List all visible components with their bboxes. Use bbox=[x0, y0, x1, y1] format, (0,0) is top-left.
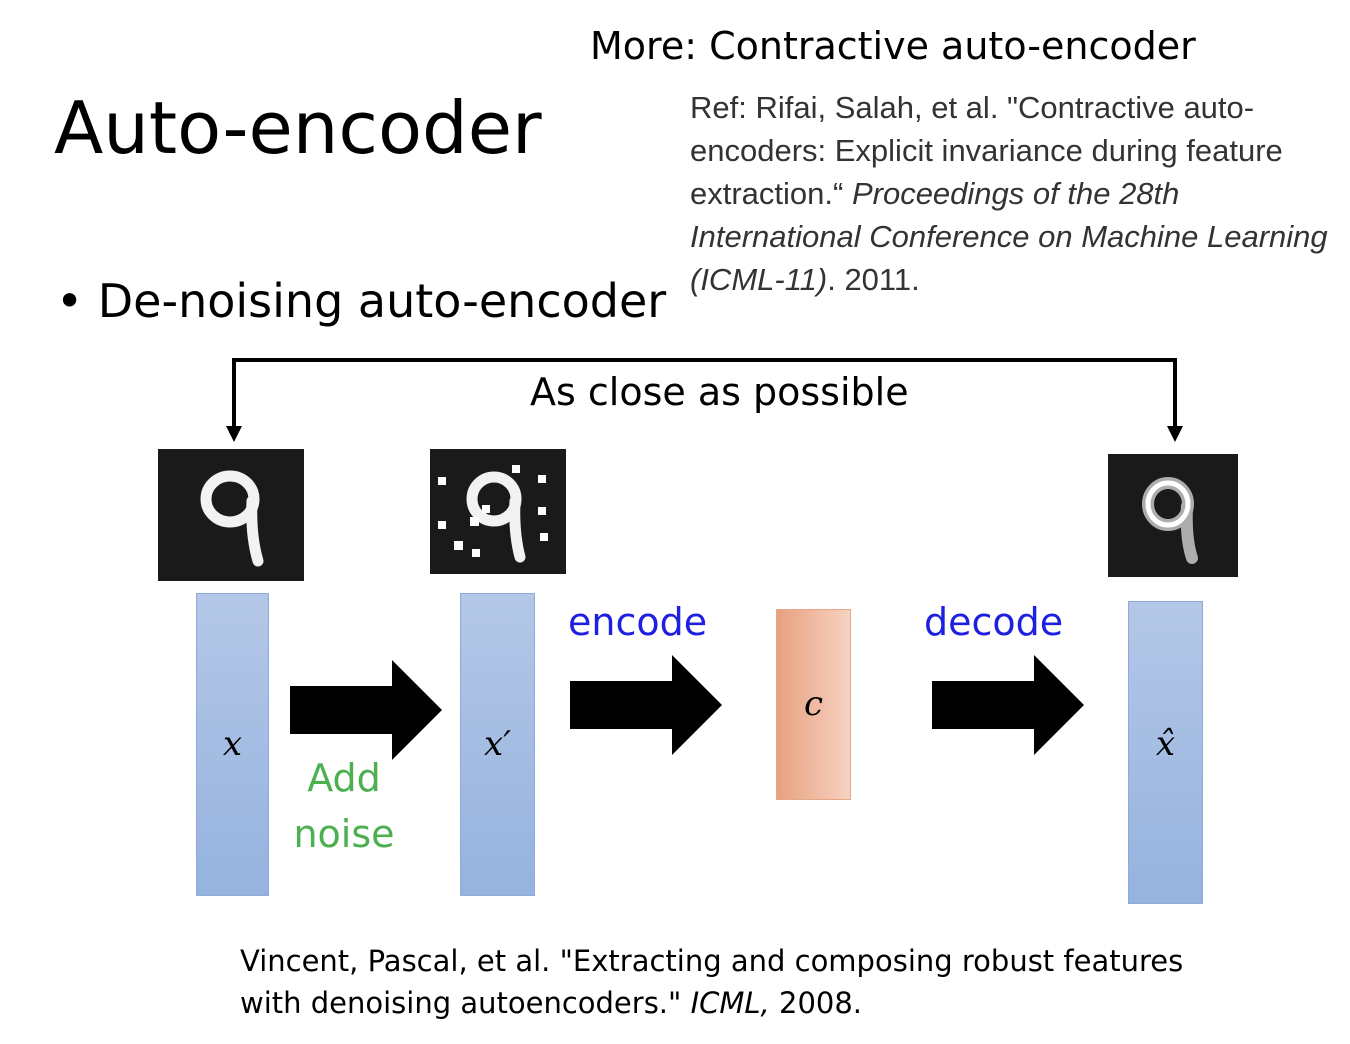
citation-venue: ICML, bbox=[690, 986, 770, 1020]
code-vector-label: c bbox=[803, 684, 824, 724]
digit-image-original bbox=[158, 449, 304, 581]
citation-line2-tail: 2008. bbox=[769, 986, 863, 1020]
bullet-item: • De-noising auto-encoder bbox=[56, 276, 666, 327]
reference-tail: . 2011. bbox=[827, 262, 920, 297]
vector-x-label: x bbox=[222, 724, 243, 764]
citation-line1: Vincent, Pascal, et al. "Extracting and … bbox=[240, 944, 1184, 978]
reference-venue: Proceedings of the 28th International Co… bbox=[690, 176, 1328, 297]
add-noise-label: Add noise bbox=[292, 750, 396, 862]
page-title: Auto-encoder bbox=[54, 86, 542, 170]
encode-label: encode bbox=[568, 600, 708, 644]
reference-text: Ref: Rifai, Salah, et al. "Contractive a… bbox=[690, 86, 1330, 301]
bullet-marker: • bbox=[56, 274, 84, 328]
bullet-text: De-noising auto-encoder bbox=[97, 274, 667, 328]
vector-x-hat: x̂ bbox=[1128, 601, 1203, 904]
decode-arrow bbox=[932, 655, 1084, 755]
add-noise-label-line2: noise bbox=[293, 812, 395, 856]
vector-x-prime: x′ bbox=[460, 593, 535, 896]
close-label: As close as possible bbox=[530, 370, 909, 414]
add-noise-label-line1: Add bbox=[307, 756, 381, 800]
noise-pixels bbox=[438, 465, 548, 557]
code-vector: c bbox=[776, 609, 851, 800]
arrowhead-left bbox=[226, 426, 242, 442]
more-heading: More: Contractive auto-encoder bbox=[590, 24, 1196, 68]
digit-image-reconstructed bbox=[1108, 454, 1238, 577]
vector-x: x bbox=[196, 593, 269, 896]
digit-image-noisy bbox=[430, 449, 566, 574]
encode-arrow bbox=[570, 655, 722, 755]
vector-x-hat-label: x̂ bbox=[1155, 724, 1176, 764]
citation-line2: with denoising autoencoders." ICML, 2008… bbox=[240, 982, 1183, 1024]
vector-x-prime-label: x′ bbox=[484, 724, 511, 764]
arrowhead-right bbox=[1167, 426, 1183, 442]
add-noise-arrow bbox=[290, 660, 442, 760]
reference-lead: Ref: Rifai, Salah, et al. "Contractive a… bbox=[690, 90, 1283, 211]
decode-label: decode bbox=[924, 600, 1064, 644]
citation: Vincent, Pascal, et al. "Extracting and … bbox=[240, 940, 1183, 1024]
citation-line2-lead: with denoising autoencoders." bbox=[240, 986, 691, 1020]
